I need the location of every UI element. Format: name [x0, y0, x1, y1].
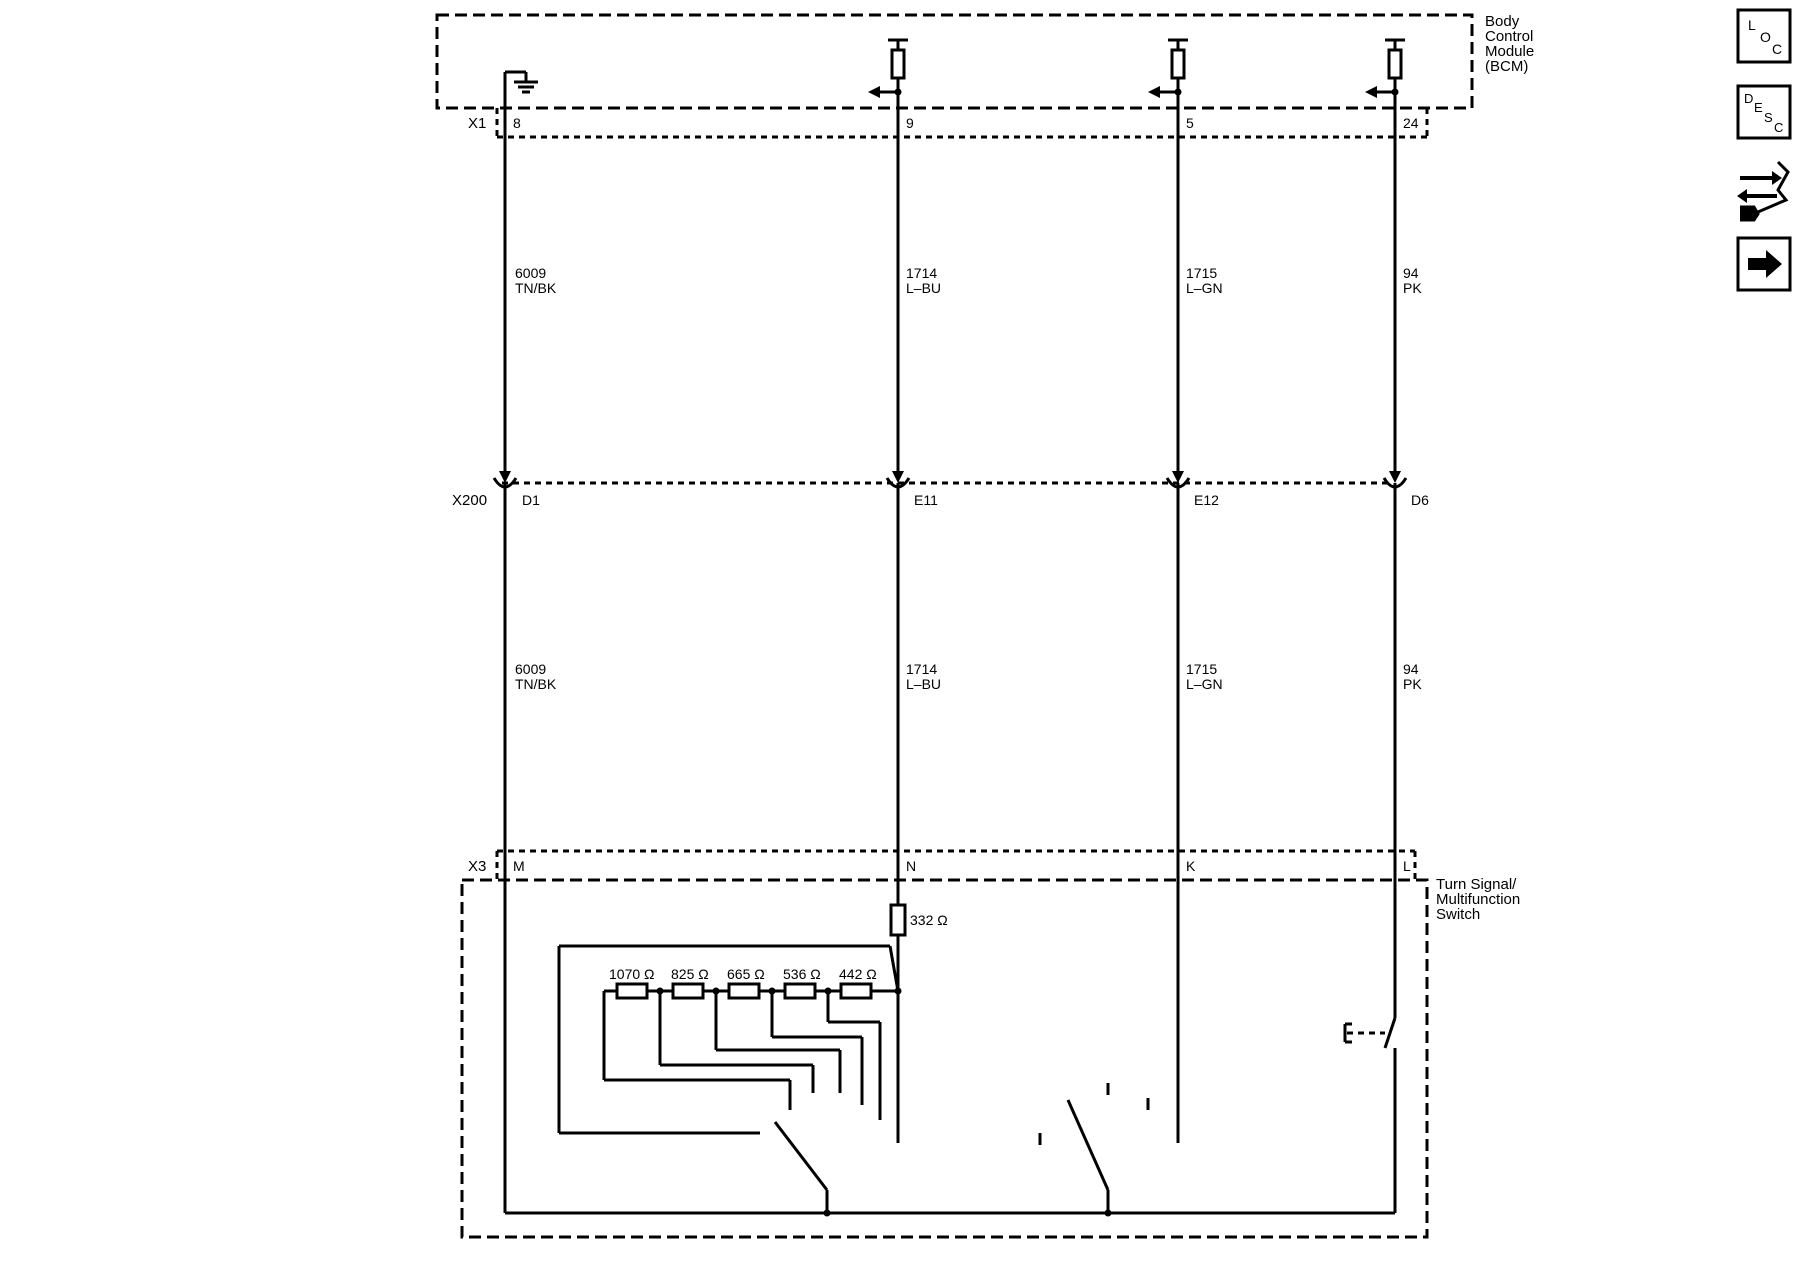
- pin-arrow-d6: [1389, 471, 1401, 483]
- resistor-442: [839, 982, 873, 1000]
- pin-arrow-d1: [499, 471, 511, 483]
- svg-text:C: C: [1772, 41, 1782, 57]
- x200-terminal-d6: [1382, 477, 1408, 489]
- bcm-module-box: [435, 13, 1474, 110]
- resistor-536-value: 536 Ω: [783, 966, 821, 982]
- input-arrow-1715: [1148, 86, 1160, 98]
- x3-connector-band: [495, 849, 1417, 880]
- circuit-color-94-lower: PK: [1403, 676, 1422, 692]
- x3-pin-l: L: [1403, 858, 1411, 874]
- switch-module-box: [460, 878, 1429, 1239]
- wiper-switch-1715: [1038, 1083, 1150, 1213]
- circuit-number-1714-upper: 1714: [906, 265, 937, 281]
- x200-terminal-d1: [492, 477, 518, 489]
- x1-pin-9: 9: [906, 115, 914, 131]
- svg-text:D: D: [1744, 91, 1753, 106]
- x200-pin-d1: D1: [522, 492, 540, 508]
- svg-text:O: O: [1760, 29, 1771, 45]
- circuit-number-94-upper: 94: [1403, 265, 1419, 281]
- circuit-color-6009-upper: TN/BK: [515, 280, 557, 296]
- svg-text:L: L: [1748, 17, 1756, 33]
- circuit-color-1715-lower: L–GN: [1186, 676, 1223, 692]
- x1-pin-5: 5: [1186, 115, 1194, 131]
- bcm-input-94: [1375, 38, 1405, 94]
- bcm-module-name: Body Control Module (BCM): [1485, 13, 1534, 75]
- resistor-825-value: 825 Ω: [671, 966, 709, 982]
- circuit-number-1714-lower: 1714: [906, 661, 937, 677]
- x3-pin-k: K: [1186, 858, 1196, 874]
- circuit-color-1715-upper: L–GN: [1186, 280, 1223, 296]
- x1-pin-24: 24: [1403, 115, 1419, 131]
- x200-connector-label: X200: [452, 492, 487, 509]
- ladder-junction-dots: [656, 987, 902, 995]
- x200-terminal-e12: [1165, 477, 1191, 489]
- switch-name-line-2: Multifunction: [1436, 891, 1520, 908]
- resistor-825: [671, 982, 705, 1000]
- pin-arrow-e11: [892, 471, 904, 483]
- junction-dot-1714-bcm: [894, 88, 902, 96]
- switch-name-line-3: Switch: [1436, 906, 1480, 923]
- connector-end-view-icon[interactable]: [1737, 160, 1790, 222]
- bcm-input-1714: [878, 38, 908, 94]
- resistor-332-value: 332 Ω: [910, 912, 948, 928]
- resistor-665-value: 665 Ω: [727, 966, 765, 982]
- circuit-color-6009-lower: TN/BK: [515, 676, 557, 692]
- resistor-1070: [615, 982, 649, 1000]
- wiper-switch-resistive: [773, 1100, 829, 1213]
- x1-pin-8: 8: [513, 115, 521, 131]
- x3-pin-m: M: [513, 858, 525, 874]
- junction-dot-1715-bcm: [1174, 88, 1182, 96]
- circuit-number-1715-upper: 1715: [1186, 265, 1217, 281]
- svg-text:C: C: [1774, 120, 1783, 135]
- x200-pin-d6: D6: [1411, 492, 1429, 508]
- resistor-332: [889, 903, 907, 937]
- svg-text:E: E: [1754, 100, 1763, 115]
- x200-pin-e11: E11: [914, 492, 938, 508]
- resistor-536: [783, 982, 817, 1000]
- circuit-color-1714-lower: L–BU: [906, 676, 941, 692]
- circuit-number-6009-lower: 6009: [515, 661, 546, 677]
- resistor-442-value: 442 Ω: [839, 966, 877, 982]
- x1-connector-band: [495, 108, 1429, 139]
- bcm-name-line-4: (BCM): [1485, 58, 1528, 75]
- pin-arrow-e12: [1172, 471, 1184, 483]
- circuit-number-1715-lower: 1715: [1186, 661, 1217, 677]
- x1-connector-label: X1: [468, 115, 486, 132]
- bcm-name-line-1: Body: [1485, 13, 1520, 30]
- input-arrow-94: [1365, 86, 1377, 98]
- x3-pin-n: N: [906, 858, 916, 874]
- x200-pin-e12: E12: [1194, 492, 1219, 508]
- bcm-input-1715: [1158, 38, 1188, 94]
- x3-connector-label: X3: [468, 858, 486, 875]
- junction-dot-94-bcm: [1391, 88, 1399, 96]
- resistor-665: [727, 982, 761, 1000]
- bcm-name-line-3: Module: [1485, 43, 1534, 60]
- x200-terminal-e11: [885, 477, 911, 489]
- bcm-name-line-2: Control: [1485, 28, 1533, 45]
- right-arrow-icon[interactable]: [1736, 236, 1792, 292]
- circuit-number-6009-upper: 6009: [515, 265, 546, 281]
- bcm-ground-symbol: [505, 70, 538, 94]
- circuit-color-94-upper: PK: [1403, 280, 1422, 296]
- svg-text:S: S: [1764, 110, 1773, 125]
- switch-name-line-1: Turn Signal/: [1436, 876, 1517, 893]
- circuit-number-94-lower: 94: [1403, 661, 1419, 677]
- circuit-color-1714-upper: L–BU: [906, 280, 941, 296]
- input-arrow-1714: [868, 86, 880, 98]
- resistor-1070-value: 1070 Ω: [609, 966, 655, 982]
- loc-icon[interactable]: L O C: [1736, 8, 1792, 64]
- momentary-switch-94: [1343, 1017, 1397, 1049]
- switch-module-name: Turn Signal/ Multifunction Switch: [1436, 876, 1520, 923]
- desc-icon[interactable]: D E S C: [1736, 84, 1792, 140]
